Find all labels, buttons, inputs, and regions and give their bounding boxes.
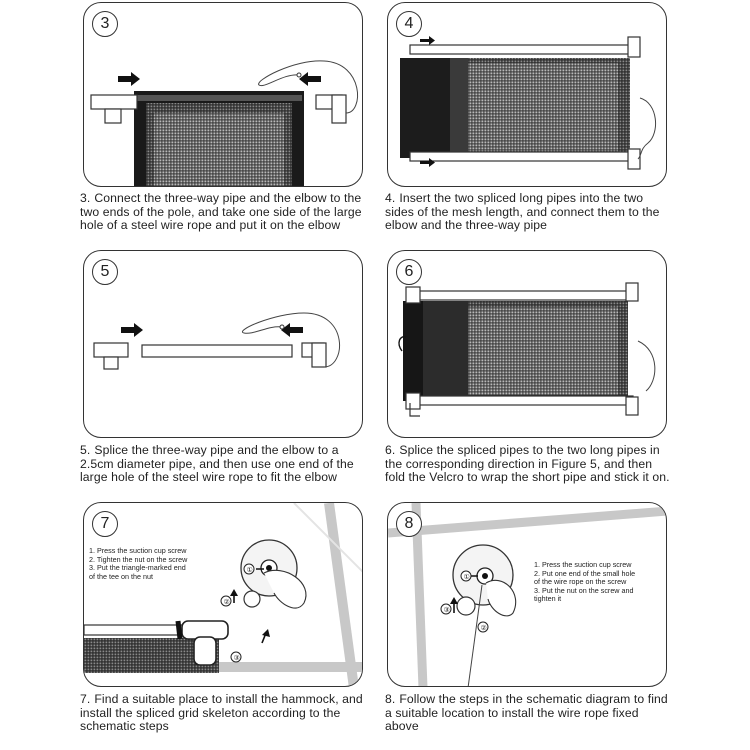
svg-text:②: ② [481, 624, 487, 632]
elbow-pipe [315, 94, 347, 124]
wire-rope [241, 312, 341, 368]
svg-text:①: ① [247, 566, 253, 574]
step-5-badge: 5 [92, 259, 118, 285]
arrow-right-icon [420, 158, 435, 167]
three-way-pipe [93, 342, 129, 370]
wire-rope [467, 584, 483, 686]
step-5-caption: 5.Splice the three-way pipe and the elbo… [80, 443, 354, 485]
step-7-badge: 7 [92, 511, 118, 537]
pipe-2-5cm [141, 344, 293, 358]
step-8-badge: 8 [396, 511, 422, 537]
svg-text:③: ③ [234, 654, 240, 662]
step-7-illustration: ① ② ③ [84, 503, 362, 686]
step-6-illustration [398, 282, 656, 417]
step-8-instructions: 1. Press the suction cup screw 2. Put on… [534, 560, 636, 604]
arrow-right-icon [118, 72, 140, 86]
nut-icon [456, 596, 476, 616]
svg-text:③: ③ [444, 606, 450, 614]
step-3-caption: 3.Connect the three-way pipe and the elb… [80, 191, 362, 233]
nut-icon [243, 590, 261, 608]
svg-text:①: ① [464, 573, 470, 581]
arrow-right-icon [420, 36, 435, 45]
step-4-illustration [400, 36, 657, 170]
step-4-caption: 4.Insert the two spliced long pipes into… [385, 191, 660, 233]
wire-rope [258, 60, 358, 114]
step-4-panel: 4 [387, 2, 667, 187]
step-3-badge: 3 [92, 11, 118, 37]
step-5-illustration [93, 312, 341, 370]
step-6-badge: 6 [396, 259, 422, 285]
long-pipe-bottom [409, 151, 636, 162]
arrow-left-icon [281, 323, 303, 337]
curved-arrow-icon [398, 336, 407, 352]
step-4-badge: 4 [396, 11, 422, 37]
wire-rope [637, 97, 657, 160]
step-3-panel: 3 [83, 2, 363, 187]
arrow-left-icon [299, 72, 321, 86]
step-8-panel: 8 1. Press the suction cup screw 2. Put … [387, 502, 667, 687]
arrow-right-icon [121, 323, 143, 337]
step-5-panel: 5 [83, 250, 363, 438]
long-pipe-top [409, 44, 636, 55]
step-3-illustration [90, 60, 358, 186]
step-6-caption: 6.Splice the spliced pipes to the two lo… [385, 443, 670, 485]
step-8-caption: 8.Follow the steps in the schematic diag… [385, 692, 668, 734]
wire-rope [637, 340, 656, 392]
hand-icon [263, 569, 307, 609]
svg-text:②: ② [224, 598, 230, 606]
step-7-panel: 7 1. Press the suction cup screw 2. Tigh… [83, 502, 363, 687]
step-7-instructions: 1. Press the suction cup screw 2. Tighte… [89, 546, 188, 581]
hand-icon [485, 579, 517, 617]
three-way-pipe [90, 94, 138, 124]
elbow-pipe [301, 342, 327, 368]
step-7-caption: 7.Find a suitable place to install the h… [80, 692, 363, 734]
step-6-panel: 6 [387, 250, 667, 438]
